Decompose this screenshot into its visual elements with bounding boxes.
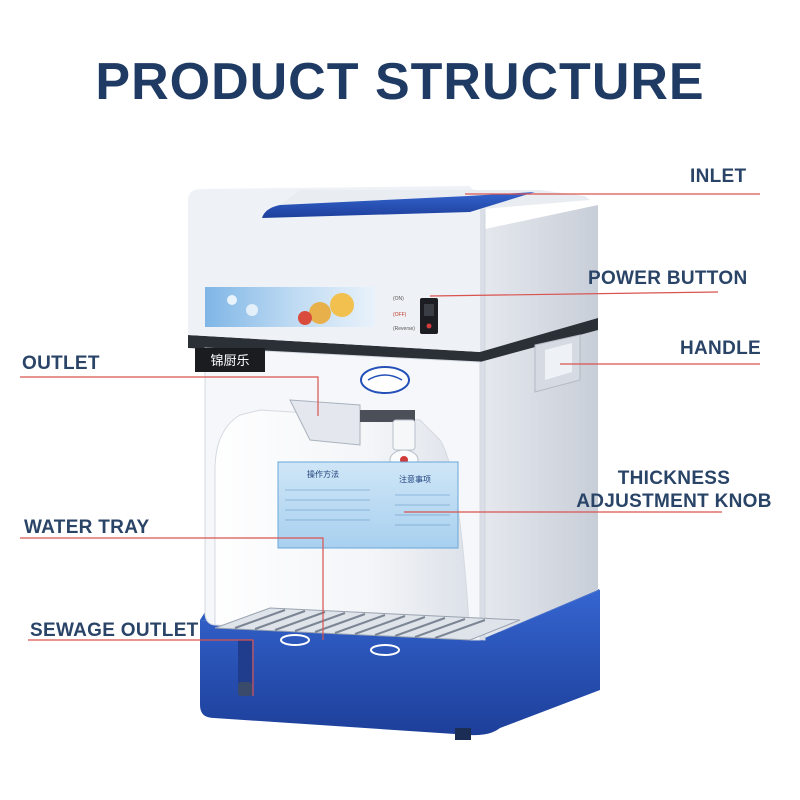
- leader-lines: [20, 193, 760, 696]
- leader-outlet: [20, 376, 319, 416]
- callout-thickness-line2: ADJUSTMENT KNOB: [576, 491, 772, 512]
- callout-thickness-adjustment-knob: THICKNESS ADJUSTMENT KNOB: [572, 467, 776, 513]
- leader-water-tray: [20, 537, 324, 640]
- callout-inlet: INLET: [690, 166, 747, 187]
- handle[interactable]: [534, 334, 581, 393]
- callout-water-tray: WATER TRAY: [24, 517, 150, 538]
- callout-sewage-outlet: SEWAGE OUTLET: [30, 620, 199, 641]
- svg-text:锦厨乐: 锦厨乐: [210, 354, 249, 369]
- leader-sewage: [28, 639, 254, 696]
- page-title: PRODUCT STRUCTURE: [95, 53, 705, 111]
- machine-side: [480, 205, 598, 640]
- callout-thickness-line1: THICKNESS: [617, 468, 731, 489]
- power-button[interactable]: [420, 298, 438, 334]
- brand-label: 锦厨乐: [195, 348, 265, 372]
- callout-outlet: OUTLET: [22, 353, 100, 374]
- callout-handle: HANDLE: [680, 338, 761, 359]
- svg-text:操作方法: 操作方法: [307, 469, 339, 479]
- svg-text:(OFF): (OFF): [393, 312, 407, 318]
- svg-text:注意事项: 注意事项: [399, 474, 431, 484]
- instruction-panel: 操作方法 注意事项: [277, 461, 459, 549]
- product-picture-strip: [205, 287, 375, 327]
- svg-text:(ON): (ON): [393, 296, 404, 302]
- svg-text:(Reverse): (Reverse): [393, 326, 415, 332]
- outlet-chute: [289, 399, 415, 446]
- sewage-outlet: [238, 640, 252, 696]
- leader-power: [429, 291, 719, 297]
- water-tray: [214, 607, 521, 656]
- inlet-lid[interactable]: [262, 190, 590, 218]
- callout-power-button: POWER BUTTON: [588, 268, 748, 289]
- switch-label-area: (ON) (OFF) (Reverse): [393, 296, 415, 332]
- logo-badge: [360, 366, 410, 394]
